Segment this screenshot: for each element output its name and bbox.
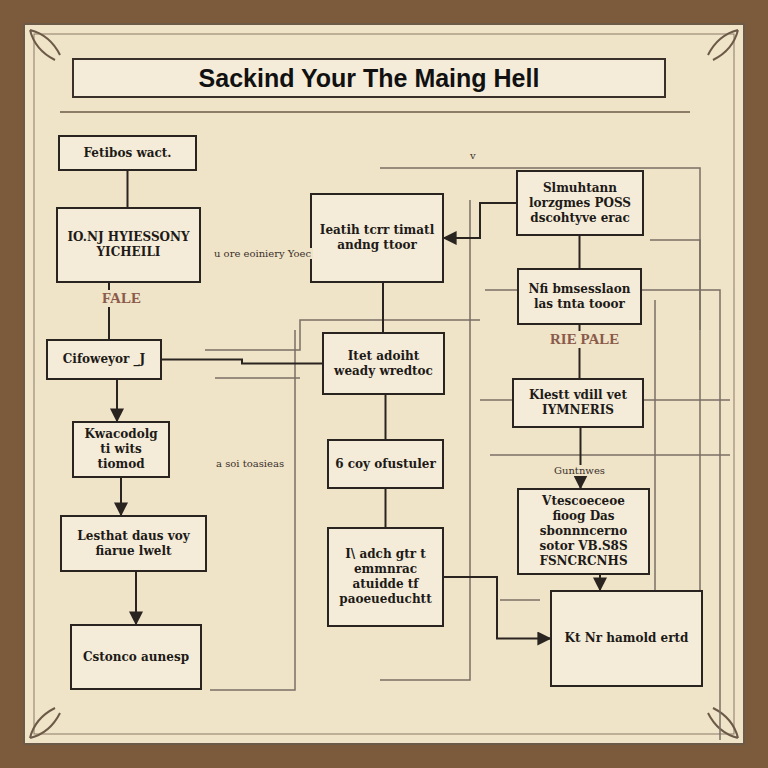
connector (120, 478, 122, 515)
connector (599, 575, 601, 590)
process-box: Kwacodolg ti wits tiomod (72, 421, 170, 478)
note-label: FALE (100, 290, 143, 307)
box-text: 6 coy ofustuler (335, 457, 435, 472)
process-box: IO.NJ HYIESSONY YICHEILI (56, 207, 201, 283)
connector (385, 489, 387, 527)
process-box: Kt Nr hamold ertd (550, 590, 703, 687)
process-box: Slmuhtann lorzgmes POSS dscohtyve erac (516, 170, 644, 236)
box-text: Lesthat daus voy fiarue lwelt (68, 529, 199, 559)
connector (116, 380, 118, 421)
box-text: I\ adch gtr t emmnrac atuidde tf paoeued… (335, 547, 436, 607)
process-box: Vtescoeceoe fioog Das sbonnncerno sotor … (517, 488, 650, 575)
process-box: Klestt vdill vet IYMNERIS (512, 378, 644, 428)
wire (215, 377, 300, 379)
connector (444, 203, 516, 238)
process-box: Cifoweyor _J (46, 339, 162, 380)
process-box: 6 coy ofustuler (327, 439, 444, 489)
wire (650, 240, 700, 590)
box-text: Fetibos wact. (83, 146, 171, 161)
process-box: Fetibos wact. (58, 135, 197, 171)
process-box: Ieatih tcrr timatl andng ttoor (310, 193, 444, 283)
note-label: a soi toasieas (214, 458, 286, 469)
parchment (24, 24, 744, 744)
box-text: Vtescoeceoe fioog Das sbonnncerno sotor … (525, 494, 642, 569)
wire (500, 599, 540, 601)
process-box: I\ adch gtr t emmnrac atuidde tf paoeued… (327, 527, 444, 627)
process-box: Lesthat daus voy fiarue lwelt (60, 515, 207, 572)
wire (210, 330, 295, 690)
connector (580, 428, 582, 488)
connector (162, 360, 322, 364)
title-box: Sackind Your The Maing Hell (72, 58, 666, 98)
corner-ornament (708, 30, 738, 60)
process-box: Itet adoiht weady wredtoc (322, 332, 445, 395)
box-text: Klestt vdill vet IYMNERIS (520, 388, 636, 418)
title-text: Sackind Your The Maing Hell (199, 64, 540, 93)
wire (485, 290, 720, 740)
note-label: v (468, 150, 478, 161)
box-text: Cifoweyor _J (63, 352, 145, 367)
box-text: Kt Nr hamold ertd (565, 631, 689, 646)
connector (444, 577, 550, 639)
process-box: Cstonco aunesp (70, 624, 202, 690)
title-rule (60, 111, 690, 113)
note-label: Guntnwes (552, 465, 607, 476)
connector (135, 572, 137, 624)
wire (490, 454, 730, 456)
wire (654, 300, 656, 590)
connector (382, 283, 384, 332)
box-text: Cstonco aunesp (83, 650, 189, 665)
box-text: Itet adoiht weady wredtoc (330, 349, 437, 379)
corner-ornament (30, 708, 60, 738)
connector (385, 395, 387, 439)
corner-ornament (708, 708, 738, 738)
box-text: Kwacodolg ti wits tiomod (80, 427, 162, 472)
connector (579, 236, 581, 268)
box-text: Nfi bmsesslaon las tnta tooor (525, 282, 634, 312)
box-text: IO.NJ HYIESSONY YICHEILI (64, 230, 193, 260)
corner-ornament (30, 30, 60, 60)
box-text: Ieatih tcrr timatl andng ttoor (318, 223, 436, 253)
process-box: Nfi bmsesslaon las tnta tooor (517, 268, 642, 325)
box-text: Slmuhtann lorzgmes POSS dscohtyve erac (524, 181, 636, 226)
inner-border (34, 34, 734, 734)
note-label: RIE PALE (548, 331, 621, 348)
note-label: u ore eoiniery Yoec (212, 248, 313, 259)
connector (127, 171, 129, 207)
